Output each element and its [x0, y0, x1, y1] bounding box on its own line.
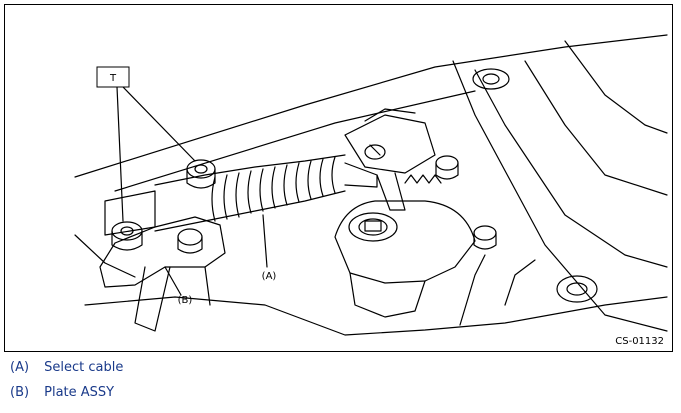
legend-key: (A) [10, 360, 30, 375]
callout-b: (B) [178, 295, 193, 306]
housing-outline [74, 34, 668, 178]
diagram-frame: T (A) (B) CS-01132 [4, 4, 673, 352]
tool-label-box [96, 66, 130, 88]
lever-housing [344, 114, 436, 174]
cable-mechanism-drawing: T (A) (B) [74, 34, 668, 336]
callout-a: (A) [262, 271, 277, 282]
tool-label: T [109, 73, 117, 84]
legend-item-b: (B) Plate ASSY [10, 385, 114, 400]
legend-text: Select cable [44, 360, 124, 375]
legend-item-a: (A) Select cable [10, 360, 123, 375]
bolt-lower [111, 221, 143, 251]
bolt-bracket [177, 228, 203, 254]
base-assy [334, 200, 476, 284]
return-spring [404, 174, 442, 184]
legend-key: (B) [10, 385, 30, 400]
figure-code: CS-01132 [615, 336, 664, 347]
bolt-upper [186, 159, 216, 189]
legend-text: Plate ASSY [44, 385, 115, 400]
select-cable [211, 156, 336, 222]
